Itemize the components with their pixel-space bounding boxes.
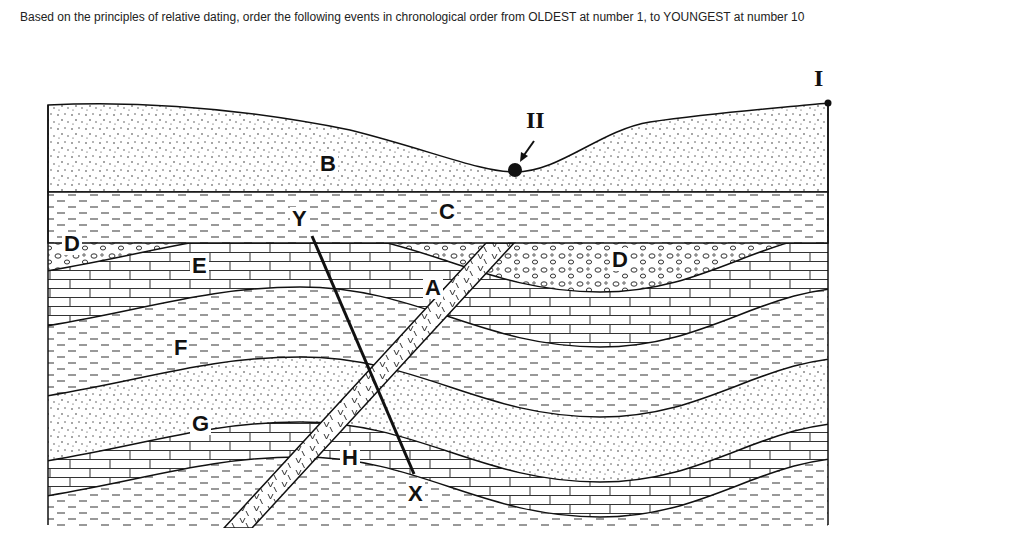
layer-label: X — [406, 482, 425, 505]
dike-a — [224, 243, 514, 528]
layer-g — [48, 357, 828, 528]
layer-label: Y — [290, 207, 309, 230]
point-marker — [508, 163, 522, 177]
arrowhead — [520, 152, 528, 162]
layer-c — [48, 192, 828, 243]
point-label: II — [524, 108, 547, 133]
layer-label: A — [423, 276, 443, 299]
layer-b — [48, 103, 828, 192]
layer-e — [48, 243, 828, 528]
point-marker — [825, 100, 832, 107]
folded-layers — [48, 243, 828, 528]
layer-label: D — [610, 248, 630, 271]
layer-label: G — [190, 412, 211, 435]
layer-h — [48, 422, 828, 528]
layer-label: H — [340, 446, 360, 469]
layer-label: C — [437, 200, 457, 223]
point-label: I — [812, 66, 825, 91]
lower-layer — [48, 457, 828, 528]
layer-label: B — [318, 152, 338, 175]
frame-left — [47, 105, 49, 525]
layer-label: E — [190, 254, 209, 277]
question-title: Based on the principles of relative dati… — [20, 10, 804, 24]
fault-line — [312, 236, 414, 474]
layer-label: F — [172, 336, 189, 359]
frame-right — [827, 103, 829, 525]
layer-label: D — [62, 232, 82, 255]
